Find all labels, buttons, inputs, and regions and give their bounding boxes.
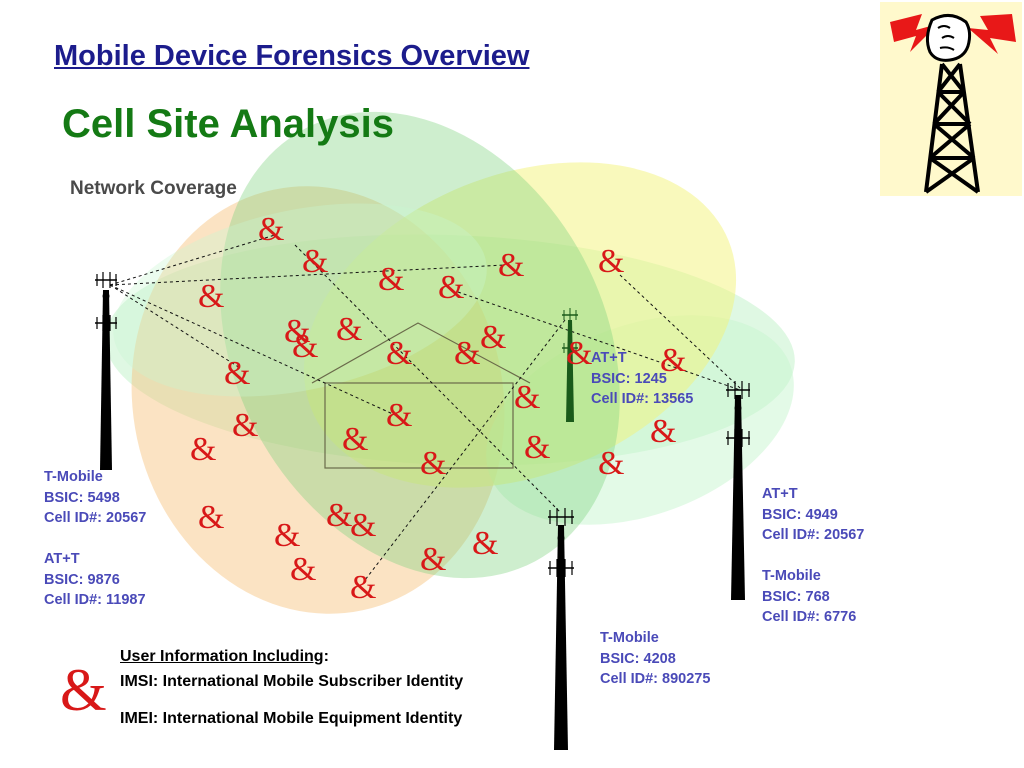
device-marker: & <box>292 328 318 365</box>
cell-tower-center <box>562 308 578 422</box>
cell-tower-left <box>95 272 117 470</box>
device-marker: & <box>290 551 316 588</box>
device-marker: & <box>650 413 676 450</box>
device-marker: & <box>198 278 224 315</box>
legend-heading: User Information Including: <box>120 648 329 666</box>
device-marker: & <box>566 335 592 372</box>
device-marker: & <box>524 429 550 466</box>
coverage-area-light-green-left <box>113 203 487 397</box>
tower-right-label: AT+T BSIC: 4949 Cell ID#: 20567 T-Mobile… <box>762 484 864 628</box>
tower-left-line: AT+T <box>44 551 80 567</box>
tower-right-line: T-Mobile <box>762 568 821 584</box>
device-marker: & <box>472 525 498 562</box>
device-markers: &&&&&&&&&&&&&&&&&&&&&&&&&&&&&&&&& <box>190 211 686 606</box>
device-marker: & <box>258 211 284 248</box>
tower-right-line: BSIC: 768 <box>762 588 830 605</box>
tower-bottom-line: BSIC: 4208 <box>600 650 676 667</box>
device-marker: & <box>198 499 224 536</box>
tower-right-line <box>762 546 864 567</box>
tower-left-line: Cell ID#: 20567 <box>44 510 147 526</box>
cell-tower-bottom <box>548 508 574 750</box>
device-marker: & <box>598 243 624 280</box>
device-marker: & <box>660 342 686 379</box>
legend-symbol: & <box>60 657 107 723</box>
coverage-areas <box>105 111 795 614</box>
logo <box>880 2 1022 196</box>
device-marker: & <box>386 335 412 372</box>
device-marker: & <box>420 445 446 482</box>
tower-right-line: BSIC: 4949 <box>762 506 838 523</box>
tower-left-line: Cell ID#: 11987 <box>44 592 146 608</box>
cell-tower-right <box>726 381 750 600</box>
house-outline <box>311 322 531 469</box>
tower-center-line: AT+T <box>591 350 627 366</box>
device-marker: & <box>350 507 376 544</box>
device-marker: & <box>326 497 352 534</box>
legend-imei: IMEI: International Mobile Equipment Ide… <box>120 710 463 727</box>
device-marker: & <box>598 445 624 482</box>
device-marker: & <box>302 243 328 280</box>
device-marker: & <box>190 431 216 468</box>
page-subtitle: Cell Site Analysis <box>62 102 394 146</box>
device-marker: & <box>274 517 300 554</box>
device-marker: & <box>350 569 376 606</box>
device-marker: & <box>342 421 368 458</box>
device-marker: & <box>498 247 524 284</box>
legend-heading-colon: : <box>323 648 329 665</box>
tower-bottom-label: T-Mobile BSIC: 4208 Cell ID#: 890275 <box>600 628 710 690</box>
tower-center-line: BSIC: 1245 <box>591 370 667 387</box>
tower-center-label: AT+T BSIC: 1245 Cell ID#: 13565 <box>591 348 693 410</box>
device-marker: & <box>514 379 540 416</box>
tower-left-line: T-Mobile <box>44 469 103 485</box>
connection-lines <box>109 234 741 581</box>
coverage-label: Network Coverage <box>70 178 237 199</box>
device-marker: & <box>454 335 480 372</box>
tower-right-line: Cell ID#: 6776 <box>762 609 857 625</box>
legend-heading-text: User Information Including <box>120 648 324 665</box>
fist-lightning-tower-icon <box>890 14 1016 194</box>
device-marker: & <box>438 269 464 306</box>
tower-left-line: BSIC: 9876 <box>44 571 120 588</box>
page-title: Mobile Device Forensics Overview <box>54 40 530 72</box>
device-marker: & <box>224 355 250 392</box>
device-marker: & <box>232 407 258 444</box>
device-marker: & <box>284 313 310 350</box>
tower-left-line: BSIC: 5498 <box>44 489 120 506</box>
device-marker: & <box>378 261 404 298</box>
tower-left-label: T-Mobile BSIC: 5498 Cell ID#: 20567 AT+T… <box>44 467 146 611</box>
device-marker: & <box>336 311 362 348</box>
legend-imsi: IMSI: International Mobile Subscriber Id… <box>120 673 464 690</box>
tower-right-line: AT+T <box>762 486 798 502</box>
coverage-area-yellow <box>303 162 737 488</box>
device-marker: & <box>480 319 506 356</box>
tower-bottom-line: Cell ID#: 890275 <box>600 671 711 687</box>
tower-left-line <box>44 529 146 550</box>
tower-center-line: Cell ID#: 13565 <box>591 391 694 407</box>
tower-right-line: Cell ID#: 20567 <box>762 527 865 543</box>
device-marker: & <box>420 541 446 578</box>
device-marker: & <box>386 397 412 434</box>
tower-bottom-line: T-Mobile <box>600 630 659 646</box>
coverage-area-green <box>220 111 620 579</box>
